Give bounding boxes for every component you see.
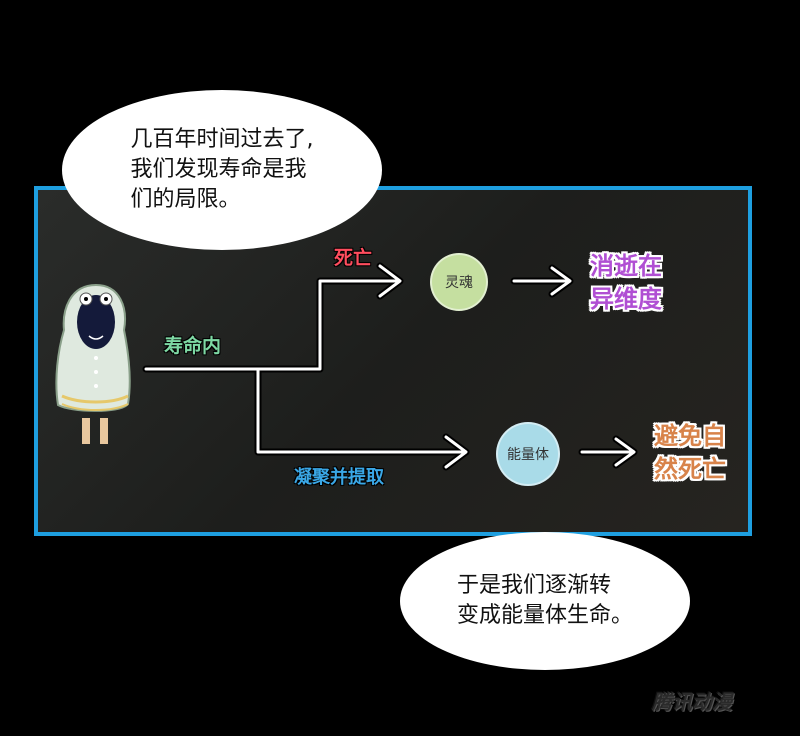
bubble-top-line3: 们的局限。 <box>130 187 241 212</box>
soul-node-label: 灵魂 <box>445 275 473 291</box>
energy-result-line2: 然死亡 <box>654 455 726 483</box>
watermark-logo: 腾讯动漫 <box>652 690 732 714</box>
label-extract: 凝聚并提取 <box>294 467 384 488</box>
soul-node: 灵魂 <box>430 253 488 311</box>
speech-bubble-bottom: 于是我们逐渐转 变成能量体生命。 <box>400 532 690 670</box>
bubble-top-line2: 我们发现寿命是我 <box>130 157 307 182</box>
hooded-figure-icon <box>55 283 131 444</box>
extract-line <box>256 367 464 454</box>
bubble-top-line1: 几百年时间过去了, <box>130 127 314 152</box>
extract-arrowhead <box>444 435 468 469</box>
death-arrowhead <box>378 264 402 298</box>
bubble-bottom-line1: 于是我们逐渐转 <box>456 573 611 598</box>
energy-node: 能量体 <box>496 422 560 486</box>
diagram-panel <box>34 186 752 536</box>
soul-result: 消逝在 异维度 <box>590 250 662 316</box>
energy-node-label: 能量体 <box>507 447 549 463</box>
main-line <box>144 279 400 371</box>
bubble-bottom-line2: 变成能量体生命。 <box>456 603 633 628</box>
label-lifetime: 寿命内 <box>164 335 222 357</box>
soul-result-line1: 消逝在 <box>590 252 662 280</box>
energy-result-line1: 避免自 <box>654 422 726 450</box>
speech-bubble-top: 几百年时间过去了, 我们发现寿命是我 们的局限。 <box>62 90 382 250</box>
soul-result-line2: 异维度 <box>590 285 662 313</box>
energy-result: 避免自 然死亡 <box>654 420 726 486</box>
label-death: 死亡 <box>334 247 373 269</box>
